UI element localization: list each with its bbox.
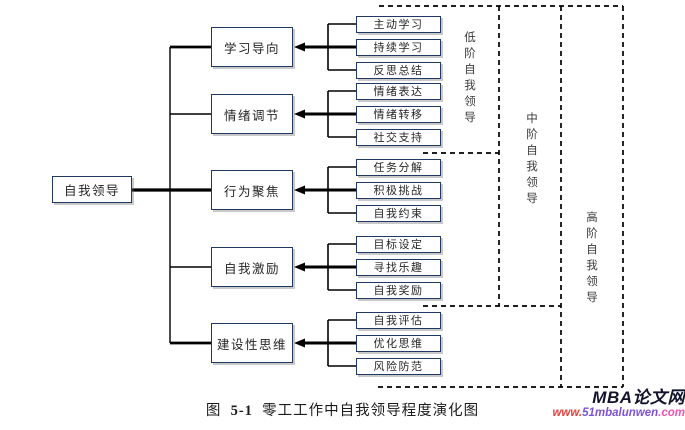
root-node-label: 自我领导 xyxy=(63,184,120,198)
category-label: 情绪调节 xyxy=(223,108,280,123)
leaf-node: 反思总结 xyxy=(356,61,441,79)
leaf-node: 目标设定 xyxy=(356,235,441,253)
stage-label-high-level: 高阶自我领导 xyxy=(585,211,597,307)
watermark-url-tld: .com xyxy=(658,406,685,419)
category-node-self-motivation: 自我激励 xyxy=(211,247,293,287)
leaf-label: 自我奖励 xyxy=(373,285,424,297)
leaf-node: 优化思维 xyxy=(356,334,441,352)
stage-label-low-level: 低阶自我领导 xyxy=(463,31,475,127)
leaf-label: 优化思维 xyxy=(373,338,424,350)
category-label: 自我激励 xyxy=(223,261,280,276)
stage-label-mid-level: 中阶自我领导 xyxy=(525,112,537,208)
caption-number: 5-1 xyxy=(230,403,253,419)
category-node-emotion-regulation: 情绪调节 xyxy=(211,94,293,134)
leaf-node: 社交支持 xyxy=(356,128,441,146)
caption-prefix: 图 xyxy=(205,403,222,419)
leaf-node: 自我评估 xyxy=(356,311,441,329)
leaf-label: 反思总结 xyxy=(373,65,424,77)
leaf-node: 情绪转移 xyxy=(356,105,441,123)
category-node-behavior-focus: 行为聚焦 xyxy=(211,170,293,210)
leaf-label: 自我评估 xyxy=(373,315,424,327)
leaf-node: 任务分解 xyxy=(356,158,441,176)
category-node-learning-orientation: 学习导向 xyxy=(211,27,293,67)
watermark-brand: MBA论文网 xyxy=(592,388,685,407)
leaf-node: 寻找乐趣 xyxy=(356,258,441,276)
leaf-label: 寻找乐趣 xyxy=(373,262,424,274)
leaf-label: 情绪转移 xyxy=(373,109,424,121)
figure-caption: 图 5-1 零工工作中自我领导程度演化图 xyxy=(0,399,685,420)
root-node-self-leadership: 自我领导 xyxy=(52,176,132,203)
leaf-node: 积极挑战 xyxy=(356,181,441,199)
category-label: 建设性思维 xyxy=(216,337,287,352)
stage-dashed-frames xyxy=(378,5,624,388)
watermark-url: www.51mbalunwen.com xyxy=(552,407,685,419)
leaf-label: 风险防范 xyxy=(373,361,424,373)
leaf-label: 积极挑战 xyxy=(373,185,424,197)
leaf-node: 自我奖励 xyxy=(356,281,441,299)
watermark-url-www: www. xyxy=(552,406,583,419)
leaf-label: 持续学习 xyxy=(373,42,424,54)
watermark-url-domain: 51mbalunwen xyxy=(582,406,659,419)
leaf-label: 社交支持 xyxy=(373,132,424,144)
leaf-label: 任务分解 xyxy=(373,162,424,174)
leaf-label: 情绪表达 xyxy=(373,86,424,98)
category-node-constructive-thinking: 建设性思维 xyxy=(211,323,293,363)
caption-title: 零工工作中自我领导程度演化图 xyxy=(262,403,480,419)
watermark: MBA论文网 www.51mbalunwen.com xyxy=(552,389,685,419)
leaf-label: 目标设定 xyxy=(373,239,424,251)
leaf-node: 风险防范 xyxy=(356,357,441,375)
leaf-node: 持续学习 xyxy=(356,38,441,56)
category-label: 学习导向 xyxy=(223,41,280,56)
leaf-node: 自我约束 xyxy=(356,204,441,222)
category-label: 行为聚焦 xyxy=(223,184,280,199)
leaf-node: 情绪表达 xyxy=(356,82,441,100)
leaf-label: 自我约束 xyxy=(373,208,424,220)
leaf-node: 主动学习 xyxy=(356,15,441,33)
leaf-label: 主动学习 xyxy=(373,19,424,31)
